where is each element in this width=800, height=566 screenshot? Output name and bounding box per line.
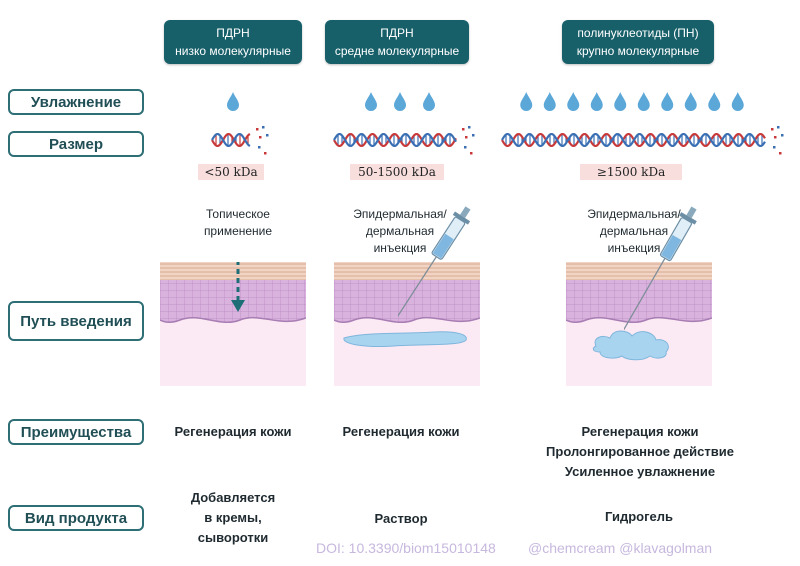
route-label-line: инъекция: [607, 241, 661, 255]
route-label-line: Эпидермальная/: [587, 207, 681, 221]
product-low: Добавляется в кремы, сыворотки: [160, 488, 306, 548]
route-label-line: Эпидермальная/: [353, 207, 447, 221]
water-drop-icon: [614, 92, 627, 111]
solution-pool-icon: [343, 331, 467, 347]
author-handles: @chemcream @klavagolman: [528, 540, 713, 556]
arrow-head-icon: [231, 300, 245, 312]
column-header-line2: средне молекулярные: [334, 44, 460, 58]
route-label-injection-medium: Эпидермальная/ дермальная инъекция: [348, 206, 452, 257]
route-label-line: дермальная: [599, 224, 669, 238]
hydration-drops: [227, 92, 744, 111]
product-line: Раствор: [374, 511, 428, 526]
water-drop-icon: [365, 92, 377, 111]
skin-illustration-low: [160, 262, 306, 386]
size-label-medium: 50-1500 kDa: [350, 164, 444, 180]
column-header-line2: крупно молекулярные: [576, 44, 700, 58]
water-drop-icon: [543, 92, 556, 111]
water-drop-icon: [684, 92, 697, 111]
column-header-high: полинуклеотиды (ПН) крупно молекулярные: [562, 20, 714, 64]
water-drop-icon: [661, 92, 674, 111]
row-label-benefits: Преимущества: [8, 419, 144, 445]
syringe-icon: [624, 206, 697, 334]
column-header-line1: полинуклеотиды (ПН): [577, 26, 699, 40]
water-drop-icon: [423, 92, 435, 111]
route-label-line: Топическое: [206, 207, 270, 221]
doi-text: DOI: 10.3390/biom15010148: [316, 540, 496, 556]
water-drop-icon: [567, 92, 580, 111]
water-drop-icon: [394, 92, 406, 111]
column-header-low: ПДРН низко молекулярные: [164, 20, 302, 64]
dna-strand-icon: [211, 126, 269, 155]
column-header-line1: ПДРН: [380, 26, 414, 40]
benefits-low: Регенерация кожи: [160, 422, 306, 442]
route-label-injection-high: Эпидермальная/ дермальная инъекция: [582, 206, 686, 257]
water-drop-icon: [227, 92, 239, 111]
water-drop-icon: [731, 92, 744, 111]
product-line: в кремы,: [204, 510, 262, 525]
skin-illustration-high: [566, 262, 712, 386]
column-header-line1: ПДРН: [216, 26, 250, 40]
row-label-hydration: Увлажнение: [8, 89, 144, 115]
route-label-topical: Топическое применение: [178, 206, 298, 240]
size-label-low: <50 kDa: [198, 164, 264, 180]
product-line: Гидрогель: [604, 509, 674, 524]
dna-strands: [211, 126, 784, 155]
route-label-line: инъекция: [373, 241, 427, 255]
product-line: сыворотки: [197, 530, 269, 545]
benefit-item: Пролонгированное действие: [546, 444, 734, 459]
row-label-product: Вид продукта: [8, 505, 144, 531]
benefit-item: Регенерация кожи: [174, 424, 292, 439]
benefit-item: Регенерация кожи: [342, 424, 460, 439]
dna-strand-icon: [501, 126, 784, 155]
row-label-size: Размер: [8, 131, 144, 157]
benefit-item: Регенерация кожи: [581, 424, 699, 439]
size-label-high: ≥1500 kDa: [580, 164, 682, 180]
product-medium: Раствор: [326, 509, 476, 529]
product-line: Добавляется: [190, 490, 276, 505]
benefits-medium: Регенерация кожи: [326, 422, 476, 442]
column-header-line2: низко молекулярные: [175, 44, 291, 58]
benefit-item: Усиленное увлажнение: [564, 464, 716, 479]
route-label-line: применение: [203, 224, 273, 238]
skin-illustration-medium: [334, 262, 480, 386]
water-drop-icon: [637, 92, 650, 111]
syringe-icon: [398, 206, 471, 335]
benefits-high: Регенерация кожи Пролонгированное действ…: [530, 422, 750, 482]
column-header-medium: ПДРН средне молекулярные: [325, 20, 469, 64]
route-label-line: дермальная: [365, 224, 435, 238]
product-high: Гидрогель: [564, 507, 714, 527]
water-drop-icon: [590, 92, 603, 111]
dna-strand-icon: [333, 126, 475, 155]
water-drop-icon: [520, 92, 533, 111]
row-label-route: Путь введения: [8, 301, 144, 341]
hydrogel-blob-icon: [592, 330, 669, 361]
water-drop-icon: [708, 92, 721, 111]
